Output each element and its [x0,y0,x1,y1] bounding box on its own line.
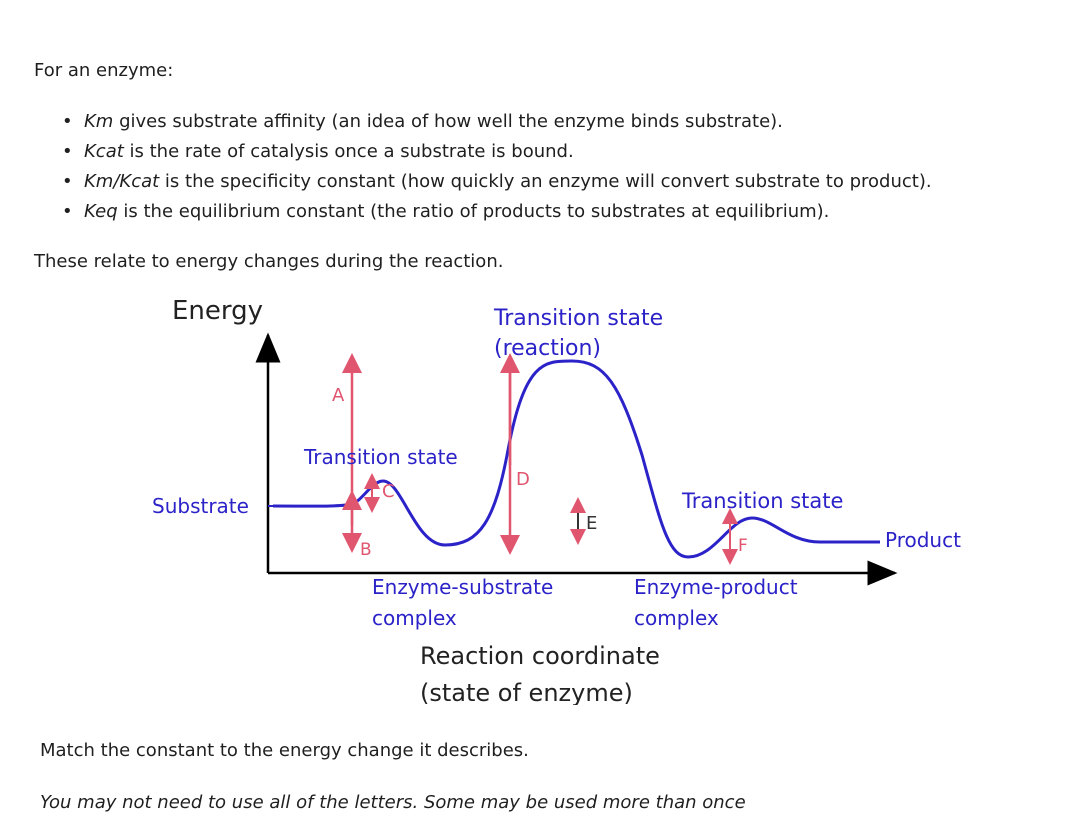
es-complex-line1: Enzyme-substrate [372,575,553,599]
constant-description: is the equilibrium constant (the ratio o… [117,201,830,222]
energy-diagram-svg: A B C D E F Energy Substrate Product Tra… [152,296,961,705]
x-axis-label-line1: Reaction coordinate [420,642,660,670]
letter-f: F [738,536,748,556]
match-instructions: Match the constant to the energy change … [40,740,529,761]
list-item: •Kcat is the rate of catalysis once a su… [62,141,574,162]
match-note: You may not need to use all of the lette… [40,792,746,813]
constant-term: Keq [84,201,118,222]
constant-description: gives substrate affinity (an idea of how… [113,111,783,132]
letter-e: E [586,513,597,534]
intro-text: For an enzyme: [34,60,174,81]
ts2-label-line2: (reaction) [494,336,601,361]
x-axis-label-line2: (state of enzyme) [420,679,633,705]
product-label: Product [885,528,961,552]
letter-b: B [360,540,372,560]
energy-diagram: A B C D E F Energy Substrate Product Tra… [140,285,1000,705]
constant-description: is the rate of catalysis once a substrat… [123,141,574,162]
ep-complex-line1: Enzyme-product [634,575,798,599]
list-item: •Km gives substrate affinity (an idea of… [62,111,783,132]
ts3-label: Transition state [681,489,843,513]
constant-description: is the specificity constant (how quickly… [159,171,932,192]
constants-list: •Km gives substrate affinity (an idea of… [62,107,932,227]
ep-complex-line2: complex [634,606,719,630]
constant-term: Kcat [84,141,124,162]
letter-a: A [332,385,345,406]
constant-term: Km/Kcat [84,171,160,192]
es-complex-line2: complex [372,606,457,630]
constant-term: Km [84,111,114,132]
ts1-label: Transition state [303,445,458,469]
substrate-label: Substrate [152,494,249,518]
ts2-label-line1: Transition state [493,306,663,331]
list-item: •Keq is the equilibrium constant (the ra… [62,201,830,222]
letter-c: C [382,481,395,502]
relate-text: These relate to energy changes during th… [34,251,504,272]
letter-d: D [516,469,530,490]
y-axis-label: Energy [172,296,263,326]
list-item: •Km/Kcat is the specificity constant (ho… [62,171,932,192]
